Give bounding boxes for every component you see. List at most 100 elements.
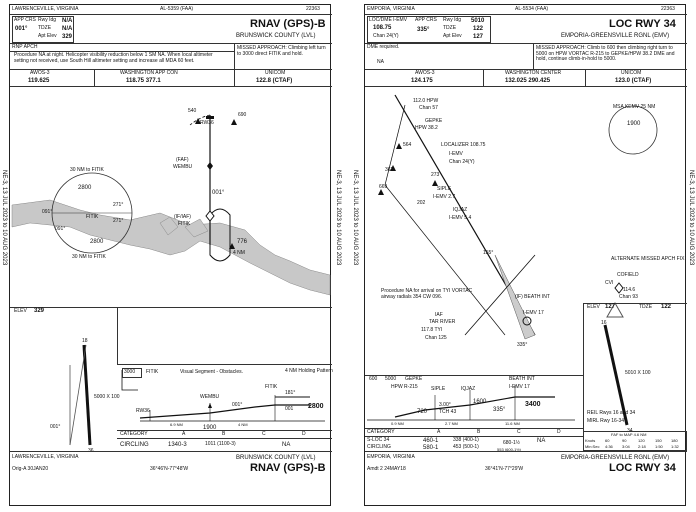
profile-siple: SIPLE [431,386,446,392]
profile-beath-dme: I-EMV 17 [509,384,530,390]
time-table [583,431,687,451]
mins-circling-d: 553 (600-1½) [497,447,522,452]
header-number: 22363 [661,6,675,12]
mins-cat-d: D [557,429,561,435]
localizer-chan: Chan 24(Y) [449,159,475,165]
app-crs: 335° [417,27,430,33]
rwy-dim: 5000 X 100 [94,394,120,400]
fitik-label: FITIK [178,221,191,227]
profile-alt-1900: 1900 [203,425,217,431]
profile-hold: 4 NM Holding Pattern [285,368,333,374]
obstacle-273: 273 [431,172,440,178]
siple-dme: I-EMV 2.7 [433,194,456,200]
loc-freq: 108.75 [373,25,392,31]
beath-label: (IF) BEATH INT [515,294,550,300]
app-crs-label: APP CRS [415,17,437,23]
course-155: 155° [483,250,494,256]
siple-label: SIPLE [437,186,452,192]
taa-alt-a: 2800 [78,185,92,191]
knots-90: 90 [622,438,627,443]
footer-coords: 36°46'N-77°48'W [150,466,189,472]
cvi-ident: CVI [605,280,614,286]
iqjaz-dme: I-EMV 5.4 [449,215,472,221]
cvi-freq: 114.6 [623,287,636,293]
hpw-vortac: 112.0 HPW [413,98,439,104]
header-al: AL-5534 (FAA) [515,6,549,12]
tdze-label: TDZE [38,25,52,31]
minsec-150: 1:50 [655,444,663,449]
plan-view-graphics [11,114,331,446]
profile-alt-3000: 3000 [124,369,136,375]
awos-label: AWOS-3 [415,70,435,76]
profile-dist-1: 6.9 NM [170,422,183,427]
taa-bearing-271b: 271° [113,218,124,224]
rwy-16-label: 16 [601,320,607,326]
app-con-label: WASHINGTON APP CON [120,70,178,76]
footer-city: EMPORIA, VIRGINIA [367,454,415,460]
taa-bearing-091: 091° [42,209,53,215]
knots-120: 120 [638,438,645,443]
plan-view-graphics [367,94,658,426]
plate-title: RNAV (GPS)-B [250,18,326,30]
tdze: N/A [62,26,73,32]
taa-fitik: FITIK [86,214,99,220]
profile-fitik: FITIK [265,384,278,390]
hpw-chan: Chan 57 [419,105,438,111]
rwy-dim: 5010 X 100 [625,370,651,376]
alt-missed-fix: ALTERNATE MISSED APCH FIX [611,256,685,262]
profile-fitik-label: FITIK [146,369,159,375]
mins-circling-b: 1011 (1100-3) [205,441,236,447]
reil-note: REIL Rwys 16 and 34 [587,410,636,416]
unicom-freq: 122.8 (CTAF) [256,78,293,84]
obstacle-776: 776 [237,239,248,245]
obstacle-202: 202 [417,200,426,206]
knots-label: Knots [585,438,596,443]
profile-crs-335: 335° [493,407,506,413]
missed-approach: MISSED APPROACH: Climb to 600 then climb… [536,45,675,62]
mins-circling-label: CIRCLING [367,444,391,450]
mins-circling-a: 1340-3 [168,442,187,448]
mins-cat-b: B [477,429,481,435]
tdze-label: TDZE [443,25,457,31]
profile-crs-181: 181° [285,390,296,396]
cofield-label: COFIELD [617,272,639,278]
minsec-90: 3:04 [622,444,630,449]
side-date-a-right: NE-3, 13 JUL 2023 to 10 AUG 2023 [335,170,341,266]
mins-cat-header: CATEGORY [120,431,148,437]
footer-amdt: Amdt 2 24MAY18 [367,466,406,472]
header-city: EMPORIA, VIRGINIA [367,6,415,12]
iaf-label: IAF [435,312,443,318]
msa-alt: 1900 [627,121,641,127]
profile-gepke: GEPKE [405,376,423,382]
elev-label: ELEV [14,308,27,314]
unicom-label: UNICOM [265,70,286,76]
mins-sloc-b: 338 (400-1) [453,437,479,443]
mins-circling-label: CIRCLING [120,442,149,448]
header-city: LAWRENCEVILLE, VIRGINIA [12,6,79,12]
awos-freq: 119.625 [28,78,50,84]
minsec-label: Min:Sec [585,444,600,449]
unicom-freq: 123.0 (CTAF) [615,78,652,84]
tdze-label-2: TDZE [639,304,653,310]
plate-title: LOC RWY 34 [609,18,676,30]
tdze-value-2: 122 [661,304,672,310]
profile-dist-1: 0.9 NM [391,421,404,426]
rw36-label: RW36 [200,120,214,126]
obstacle-669: 669 [379,184,388,190]
unicom-label: UNICOM [621,70,642,76]
if-iaf-label: (IF/IAF) [174,214,191,220]
mins-cat-a: A [437,429,441,435]
profile-alt-2800: 2800 [308,403,324,410]
header-number: 22363 [306,6,320,12]
missed-approach: MISSED APPROACH: Climbing left turn to 3… [237,45,326,57]
beath-dme: I-EMV 17 [523,310,544,316]
minsec-60: 4:36 [605,444,613,449]
rwy-hdg: 001° [50,424,61,430]
mins-sloc-a: 460-1 [423,438,439,444]
app-crs: 001° [15,26,28,32]
awos-freq: 124.175 [411,78,433,84]
footer-coords: 36°41'N-77°29'W [485,466,524,472]
profile-dist-2: 2.7 NM [445,421,458,426]
profile-dist-3: 11.6 NM [505,421,520,426]
alt-box [122,368,142,378]
